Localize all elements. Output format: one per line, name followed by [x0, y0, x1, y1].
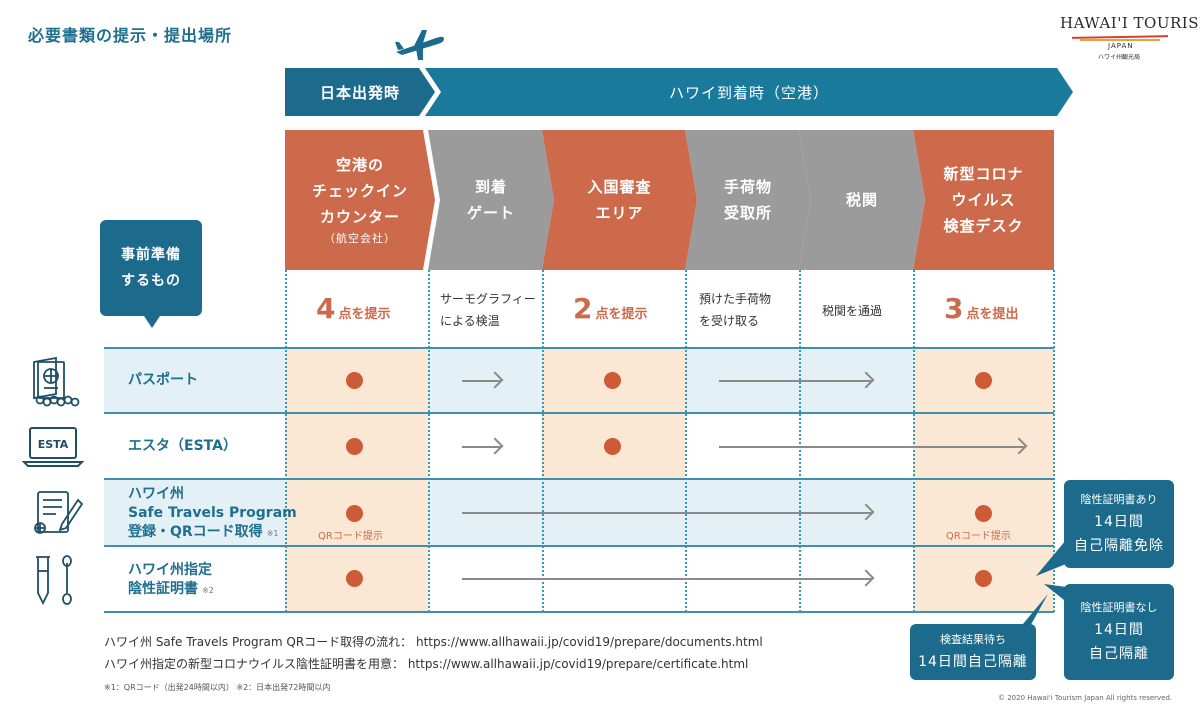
footer-link-safe-travels[interactable]: ハワイ州 Safe Travels Program QRコード取得の流れ： ht…	[104, 635, 763, 649]
prepare-callout: 事前準備 するもの	[100, 220, 202, 328]
zone-immigration	[542, 349, 685, 480]
callout-certificate-no: 陰性証明書なし 14日間 自己隔離	[1064, 584, 1174, 680]
step-arrival-gate: 到着 ゲート	[428, 130, 554, 270]
present-dot	[346, 570, 363, 587]
row-note: ※2	[202, 586, 214, 595]
form-pen-icon	[34, 491, 84, 534]
checkin-count-number: 4	[316, 292, 336, 325]
covid-count: 3 点を提出	[944, 292, 1019, 325]
logo-sub: JAPAN	[1108, 42, 1134, 50]
checkin-count-label: 点を提示	[338, 307, 391, 322]
row-line	[104, 545, 1054, 547]
qr-present-label: QRコード提示	[318, 531, 383, 542]
row-line	[104, 611, 1054, 613]
row-label-text: パスポート	[128, 372, 198, 388]
hawaii-tourism-logo: HAWAI'I TOURISM JAPAN ハワイ州観光局	[1060, 10, 1200, 62]
step-checkin-label: 空港の チェックイン カウンター	[311, 156, 408, 226]
callout-certificate-yes: 陰性証明書あり 14日間 自己隔離免除	[1064, 480, 1174, 568]
present-dot	[604, 438, 621, 455]
step-covid-desk: 新型コロナ ウイルス 検査デスク	[913, 130, 1054, 270]
step-immigration: 入国審査 エリア	[542, 130, 697, 270]
callout-certificate-no-body: 14日間 自己隔離	[1089, 622, 1149, 662]
row-label-text: ハワイ州指定 陰性証明書	[128, 562, 212, 597]
step-customs-label: 税関	[845, 191, 878, 209]
step-checkin-sub: （航空会社）	[324, 232, 396, 245]
step-checkin: 空港の チェックイン カウンター （航空会社）	[285, 130, 435, 270]
row-label-esta: エスタ（ESTA）	[128, 437, 237, 456]
divider	[913, 270, 915, 612]
immigration-count-number: 2	[573, 292, 593, 325]
callout-waiting-body: 14日間自己隔離	[918, 654, 1028, 670]
row-label-text: エスタ（ESTA）	[128, 438, 237, 454]
callout-certificate-no-title: 陰性証明書なし	[1080, 601, 1158, 614]
row-label-safe-travels: ハワイ州 Safe Travels Program 登録・QRコード取得※1	[128, 485, 297, 543]
present-dot	[975, 372, 992, 389]
zone-checkin	[285, 349, 428, 612]
callout-waiting: 検査結果待ち 14日間自己隔離	[910, 624, 1036, 680]
callout-certificate-yes-title: 陰性証明書あり	[1080, 493, 1158, 506]
step-baggage: 手荷物 受取所	[685, 130, 811, 270]
divider	[542, 270, 544, 612]
checkin-count: 4 点を提示	[316, 292, 391, 325]
flow-arrow	[462, 578, 873, 580]
test-tube-swab-icon	[36, 555, 72, 606]
divider	[428, 270, 430, 612]
divider	[285, 270, 287, 612]
flow-arrow	[719, 380, 873, 382]
prepare-callout-label: 事前準備 するもの	[121, 247, 181, 289]
covid-count-label: 点を提出	[966, 307, 1019, 322]
footer-link-certificate[interactable]: ハワイ州指定の新型コロナウイルス陰性証明書を用意： https://www.al…	[104, 657, 749, 671]
callout-pointer	[1018, 594, 1048, 630]
row-note: ※1	[266, 529, 279, 538]
row-line	[104, 412, 1054, 414]
divider	[1053, 270, 1055, 612]
departure-band: 日本出発時	[285, 68, 435, 116]
laptop-esta-icon: ESTA	[22, 427, 84, 467]
gate-description: サーモグラフィー による検温	[440, 292, 536, 328]
present-dot	[346, 505, 363, 522]
present-dot	[975, 505, 992, 522]
airplane-icon	[395, 30, 444, 60]
zone-covid	[913, 349, 1054, 612]
step-immigration-label: 入国審査 エリア	[587, 178, 652, 222]
footnote: ※1：QRコード（出発24時間以内） ※2：日本出発72時間以内	[104, 683, 331, 692]
present-dot	[604, 372, 621, 389]
present-dot	[975, 570, 992, 587]
logo-text: HAWAI'I TOURISM	[1060, 14, 1200, 32]
flow-arrow	[719, 446, 1026, 448]
covid-count-number: 3	[944, 292, 964, 325]
callout-waiting-title: 検査結果待ち	[940, 633, 1006, 646]
logo-kana: ハワイ州観光局	[1098, 54, 1141, 61]
row-label-text: ハワイ州 Safe Travels Program 登録・QRコード取得	[128, 486, 297, 540]
copyright: © 2020 Hawai'i Tourism Japan All rights …	[998, 694, 1173, 702]
arrival-band: ハワイ到着時（空港）	[425, 68, 1073, 116]
present-dot	[346, 372, 363, 389]
divider	[799, 270, 801, 612]
divider	[685, 270, 687, 612]
row-label-certificate: ハワイ州指定 陰性証明書※2	[128, 561, 214, 600]
present-dot	[346, 438, 363, 455]
baggage-description: 預けた手荷物 を受け取る	[699, 292, 772, 328]
customs-description: 税関を通過	[822, 304, 883, 318]
step-covid-desk-label: 新型コロナ ウイルス 検査デスク	[943, 165, 1024, 235]
flow-arrow	[462, 446, 502, 448]
flow-arrow	[462, 380, 502, 382]
step-baggage-label: 手荷物 受取所	[723, 178, 772, 222]
immigration-count-label: 点を提示	[595, 307, 648, 322]
row-label-passport: パスポート	[128, 371, 198, 390]
row-line	[104, 478, 1054, 480]
qr-present-label: QRコード提示	[946, 531, 1011, 542]
flow-arrow	[462, 512, 873, 514]
callout-certificate-yes-body: 14日間 自己隔離免除	[1074, 514, 1164, 554]
row-line	[104, 347, 1054, 349]
logo-swoosh-yellow	[1080, 39, 1160, 41]
page-title: 必要書類の提示・提出場所	[28, 26, 233, 45]
step-arrival-gate-label: 到着 ゲート	[466, 178, 515, 222]
step-customs: 税関	[799, 130, 925, 270]
immigration-count: 2 点を提示	[573, 292, 648, 325]
svg-text:ESTA: ESTA	[38, 438, 69, 451]
passport-icon	[33, 356, 80, 407]
